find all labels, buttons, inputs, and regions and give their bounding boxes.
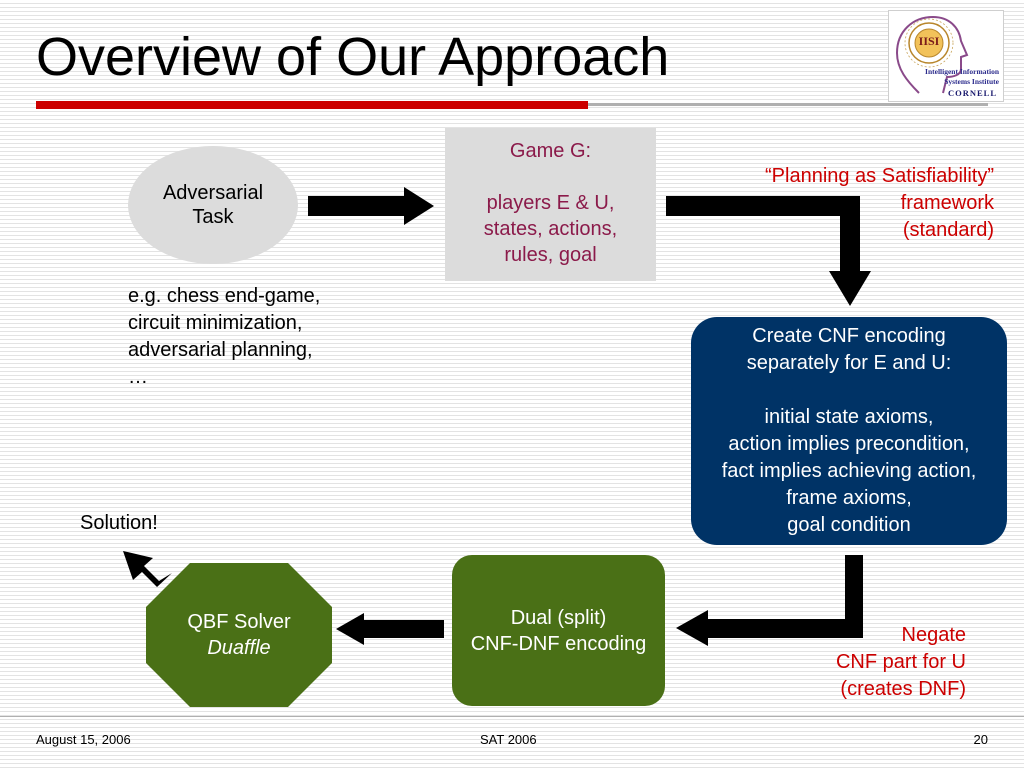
footer-date: August 15, 2006 [36,732,131,747]
qbf-solver-octagon [146,563,332,707]
cnf-box-line-2: separately for E and U: [746,352,952,374]
title-underline-red [36,101,588,109]
cnf-box-line-5: fact implies achieving action, [721,460,977,482]
cnf-box-line-4: action implies precondition, [728,433,970,455]
logo-line-1: Intelligent Information [925,67,999,76]
footer-page-number: 20 [973,732,988,747]
logo-line-3: Cornell [947,88,997,98]
solution-label: Solution! [80,512,158,534]
adversarial-task-line-2: Task [192,206,234,228]
adversarial-task-node: Adversarial Task [128,146,298,264]
title-underline-gray [588,103,988,106]
dual-encoding-box: Dual (split) CNF-DNF encoding [452,555,665,706]
iisi-logo: IISI Intelligent Information Systems Ins… [888,10,1004,102]
cnf-box-line-7: goal condition [787,514,911,536]
cnf-box-line-6: frame axioms, [786,487,912,509]
negate-note: Negate CNF part for U (creates DNF) [836,622,966,703]
arrow-cnf-to-dual [676,555,863,646]
example-item: e.g. chess end-game, [128,285,321,307]
cnf-encoding-box: Create CNF encoding separately for E and… [691,317,1007,545]
adversarial-task-line-1: Adversarial [162,182,264,204]
arrow-game-to-cnf [666,196,871,306]
footer-conference: SAT 2006 [480,732,537,747]
qbf-solver-label: QBF Solver Duaffle [146,563,332,707]
footer-divider [0,716,1024,717]
qbf-solver-line-1: QBF Solver [187,611,291,633]
logo-letters: IISI [918,34,940,48]
dual-box-line-2: CNF-DNF encoding [470,632,647,655]
negate-note-line-2: CNF part for U [835,651,966,673]
game-box: Game G: players E & U, states, actions, … [445,128,656,281]
arrow-dual-to-qbf [336,613,444,645]
arrow-qbf-to-solution [123,551,172,587]
game-box-line-2: players E & U, [486,192,615,214]
example-item: adversarial planning, [128,339,313,361]
dual-box-line-1: Dual (split) [510,606,607,629]
planning-note: “Planning as Satisfiability” framework (… [765,163,994,244]
logo-line-2: Systems Institute [944,77,999,86]
examples-list: e.g. chess end-game, circuit minimizatio… [128,283,320,391]
example-item: circuit minimization, [128,312,303,334]
arrow-task-to-game [308,187,434,225]
negate-note-line-1: Negate [901,624,967,646]
game-box-line-3: states, actions, [483,218,618,240]
qbf-solver-line-2: Duaffle [207,637,271,659]
example-item: … [128,366,148,388]
cnf-box-line-1: Create CNF encoding [752,325,946,347]
game-box-line-1: Game G: [509,140,592,162]
planning-note-line-1: “Planning as Satisfiability” [765,165,994,187]
cnf-box-line-3: initial state axioms, [764,406,934,428]
planning-note-line-3: (standard) [902,219,994,241]
planning-note-line-2: framework [900,192,994,214]
slide-title: Overview of Our Approach [36,27,670,87]
head-profile-icon [895,15,969,94]
negate-note-line-3: (creates DNF) [840,678,966,700]
game-box-line-4: rules, goal [504,244,597,266]
